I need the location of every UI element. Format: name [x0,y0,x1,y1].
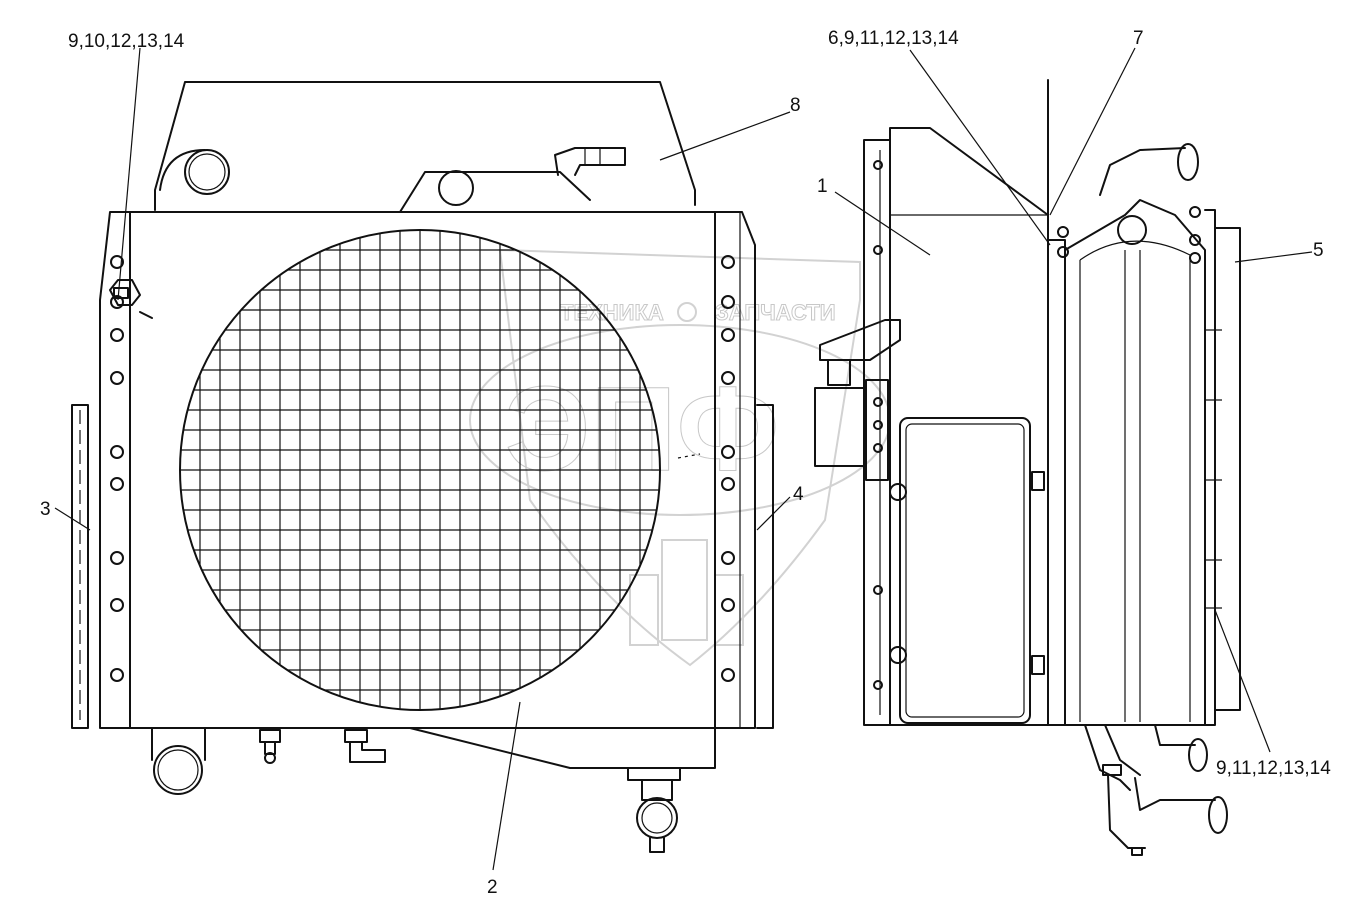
bolt [721,255,735,269]
top-pipe-left [159,149,230,195]
callout-4: 4 [793,484,804,505]
bolt [721,328,735,342]
bolt [110,295,124,309]
watermark-word-left: ТЕХНИКА [560,300,664,325]
flange-bolt [873,585,883,595]
left-bolt-column [110,255,124,682]
flange-bolt [873,245,883,255]
access-panel [899,417,1031,724]
radiator-core-side [1064,199,1206,726]
sensor-bracket [814,319,901,481]
panel-knob-bottom [889,646,907,664]
fan-shroud-cover [154,81,696,211]
left-side-panel [71,404,89,729]
top-hose-fitting [554,147,626,176]
bolt [110,477,124,491]
watermark-wheat-icon [629,539,744,646]
plate-ticks [1205,329,1222,609]
callout-7: 7 [1133,28,1144,49]
callout-9-10-12-13-14: 9,10,12,13,14 [68,31,185,52]
side-cover [1214,227,1241,711]
flange-bolt [873,160,883,170]
callout-6-9-11-12-13-14: 6,9,11,12,13,14 [828,28,959,49]
callout-labels: 9,10,12,13,14 8 6,9,11,12,13,14 7 1 5 3 … [40,28,1331,898]
callout-1: 1 [817,176,828,197]
bolt [721,551,735,565]
core-side-edge [1047,239,1066,726]
drain-valve-1 [259,729,281,764]
bolt [721,371,735,385]
bolt [110,551,124,565]
right-side-panel [756,404,774,729]
bottom-tank [139,727,716,769]
watermark-shield [498,248,861,667]
bolt [721,295,735,309]
latch-fastener [109,279,153,319]
bolt [110,598,124,612]
leader-lines [54,47,1313,871]
bottom-outlet-pipe [627,767,681,853]
shroud-flange [863,139,891,726]
bottom-pipe-left [151,727,206,795]
core-top-bolts [1057,206,1201,264]
bolt [721,668,735,682]
top-elbow-pipe [1099,143,1199,245]
watermark-logo-letters: ЭПФ [505,362,779,496]
bottom-elbow-pipes [1084,724,1228,856]
callout-5: 5 [1313,240,1324,261]
right-bolt-column [721,255,735,682]
panel-hinge-top [1031,471,1045,491]
side-view [814,79,1241,856]
bolt [721,598,735,612]
watermark-word-right: ЗАПЧАСТИ [715,300,836,325]
flange-bolts [873,160,883,690]
fan-guard-ring [179,229,661,711]
side-plate [1204,209,1216,726]
callout-9-11-12-13-14: 9,11,12,13,14 [1216,758,1331,779]
callout-3: 3 [40,499,51,520]
bolt [110,668,124,682]
flange-bolt [873,680,883,690]
filler-cap [438,170,474,206]
callout-2: 2 [487,877,498,898]
bolt [110,371,124,385]
bolt [721,445,735,459]
bolt [110,328,124,342]
bolt [110,445,124,459]
watermark: ТЕХНИКА ЗАПЧАСТИ ЭПФ [469,248,891,667]
filler-neck-housing [399,171,591,213]
bolt [110,255,124,269]
right-frame-post [714,211,756,729]
watermark-gear-icon [677,302,697,322]
callout-8: 8 [790,95,801,116]
panel-hinge-bottom [1031,655,1045,675]
panel-knob-top [889,483,907,501]
bolt [721,477,735,491]
drain-valve-2 [344,729,386,763]
